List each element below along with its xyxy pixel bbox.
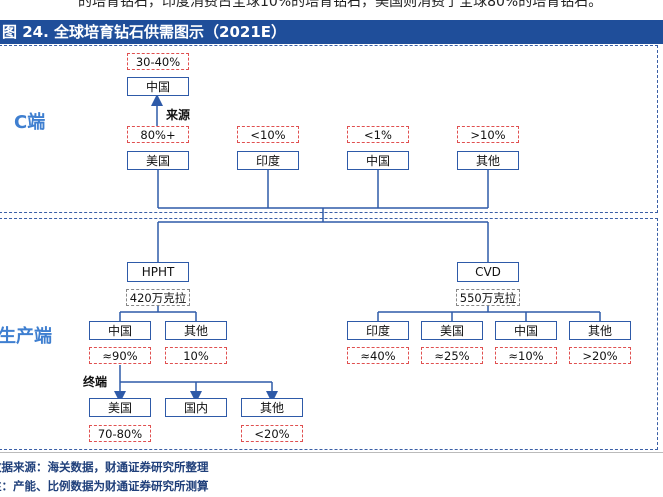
us-consumer-share: 80%+: [127, 126, 189, 143]
footer-divider: [0, 452, 663, 453]
china-consumer-share: <1%: [347, 126, 409, 143]
production-region: [0, 218, 658, 450]
end-us-share: 70-80%: [89, 425, 151, 442]
intro-text: 的培育钻石，印度消费占全球10%的培育钻石，美国则消费了全球80%的培育钻石。: [78, 0, 603, 10]
end-market-label: 终端: [83, 375, 108, 389]
hpht-china-box: 中国: [89, 321, 151, 340]
china-source-box: 中国: [127, 77, 189, 96]
cvd-us-share: ≈25%: [421, 347, 483, 364]
cvd-india-box: 印度: [347, 321, 409, 340]
cvd-box: CVD: [457, 262, 519, 282]
us-consumer-box: 美国: [127, 151, 189, 170]
hpht-other-share: 10%: [165, 347, 227, 364]
hpht-china-share: ≈90%: [89, 347, 151, 364]
china-source-share: 30-40%: [127, 53, 189, 70]
cvd-other-box: 其他: [569, 321, 631, 340]
cvd-china-box: 中国: [495, 321, 557, 340]
source-label: 来源: [166, 108, 191, 122]
india-consumer-share: <10%: [237, 126, 299, 143]
end-us-box: 美国: [89, 398, 151, 417]
c-side-region: [0, 45, 658, 213]
hpht-box: HPHT: [127, 262, 189, 282]
other-consumer-share: >10%: [457, 126, 519, 143]
cvd-other-share: >20%: [569, 347, 631, 364]
cvd-amount: 550万克拉: [456, 289, 520, 306]
india-consumer-box: 印度: [237, 151, 299, 170]
end-other-box: 其他: [241, 398, 303, 417]
cvd-us-box: 美国: [421, 321, 483, 340]
figure-title: 图 24. 全球培育钻石供需图示（2021E）: [0, 20, 663, 44]
end-other-share: <20%: [241, 425, 303, 442]
cvd-china-share: ≈10%: [495, 347, 557, 364]
production-side-label: 生产端: [0, 326, 52, 347]
hpht-amount: 420万克拉: [126, 289, 190, 306]
remark-note: 注：产能、比例数据为财通证券研究所测算: [0, 479, 209, 493]
figure-title-text: 图 24. 全球培育钻石供需图示（2021E）: [2, 23, 287, 41]
other-consumer-box: 其他: [457, 151, 519, 170]
source-note: 数据来源：海关数据，财通证券研究所整理: [0, 460, 209, 474]
hpht-other-box: 其他: [165, 321, 227, 340]
cvd-india-share: ≈40%: [347, 347, 409, 364]
china-consumer-box: 中国: [347, 151, 409, 170]
end-domestic-box: 国内: [165, 398, 227, 417]
c-side-label: C端: [14, 112, 46, 133]
